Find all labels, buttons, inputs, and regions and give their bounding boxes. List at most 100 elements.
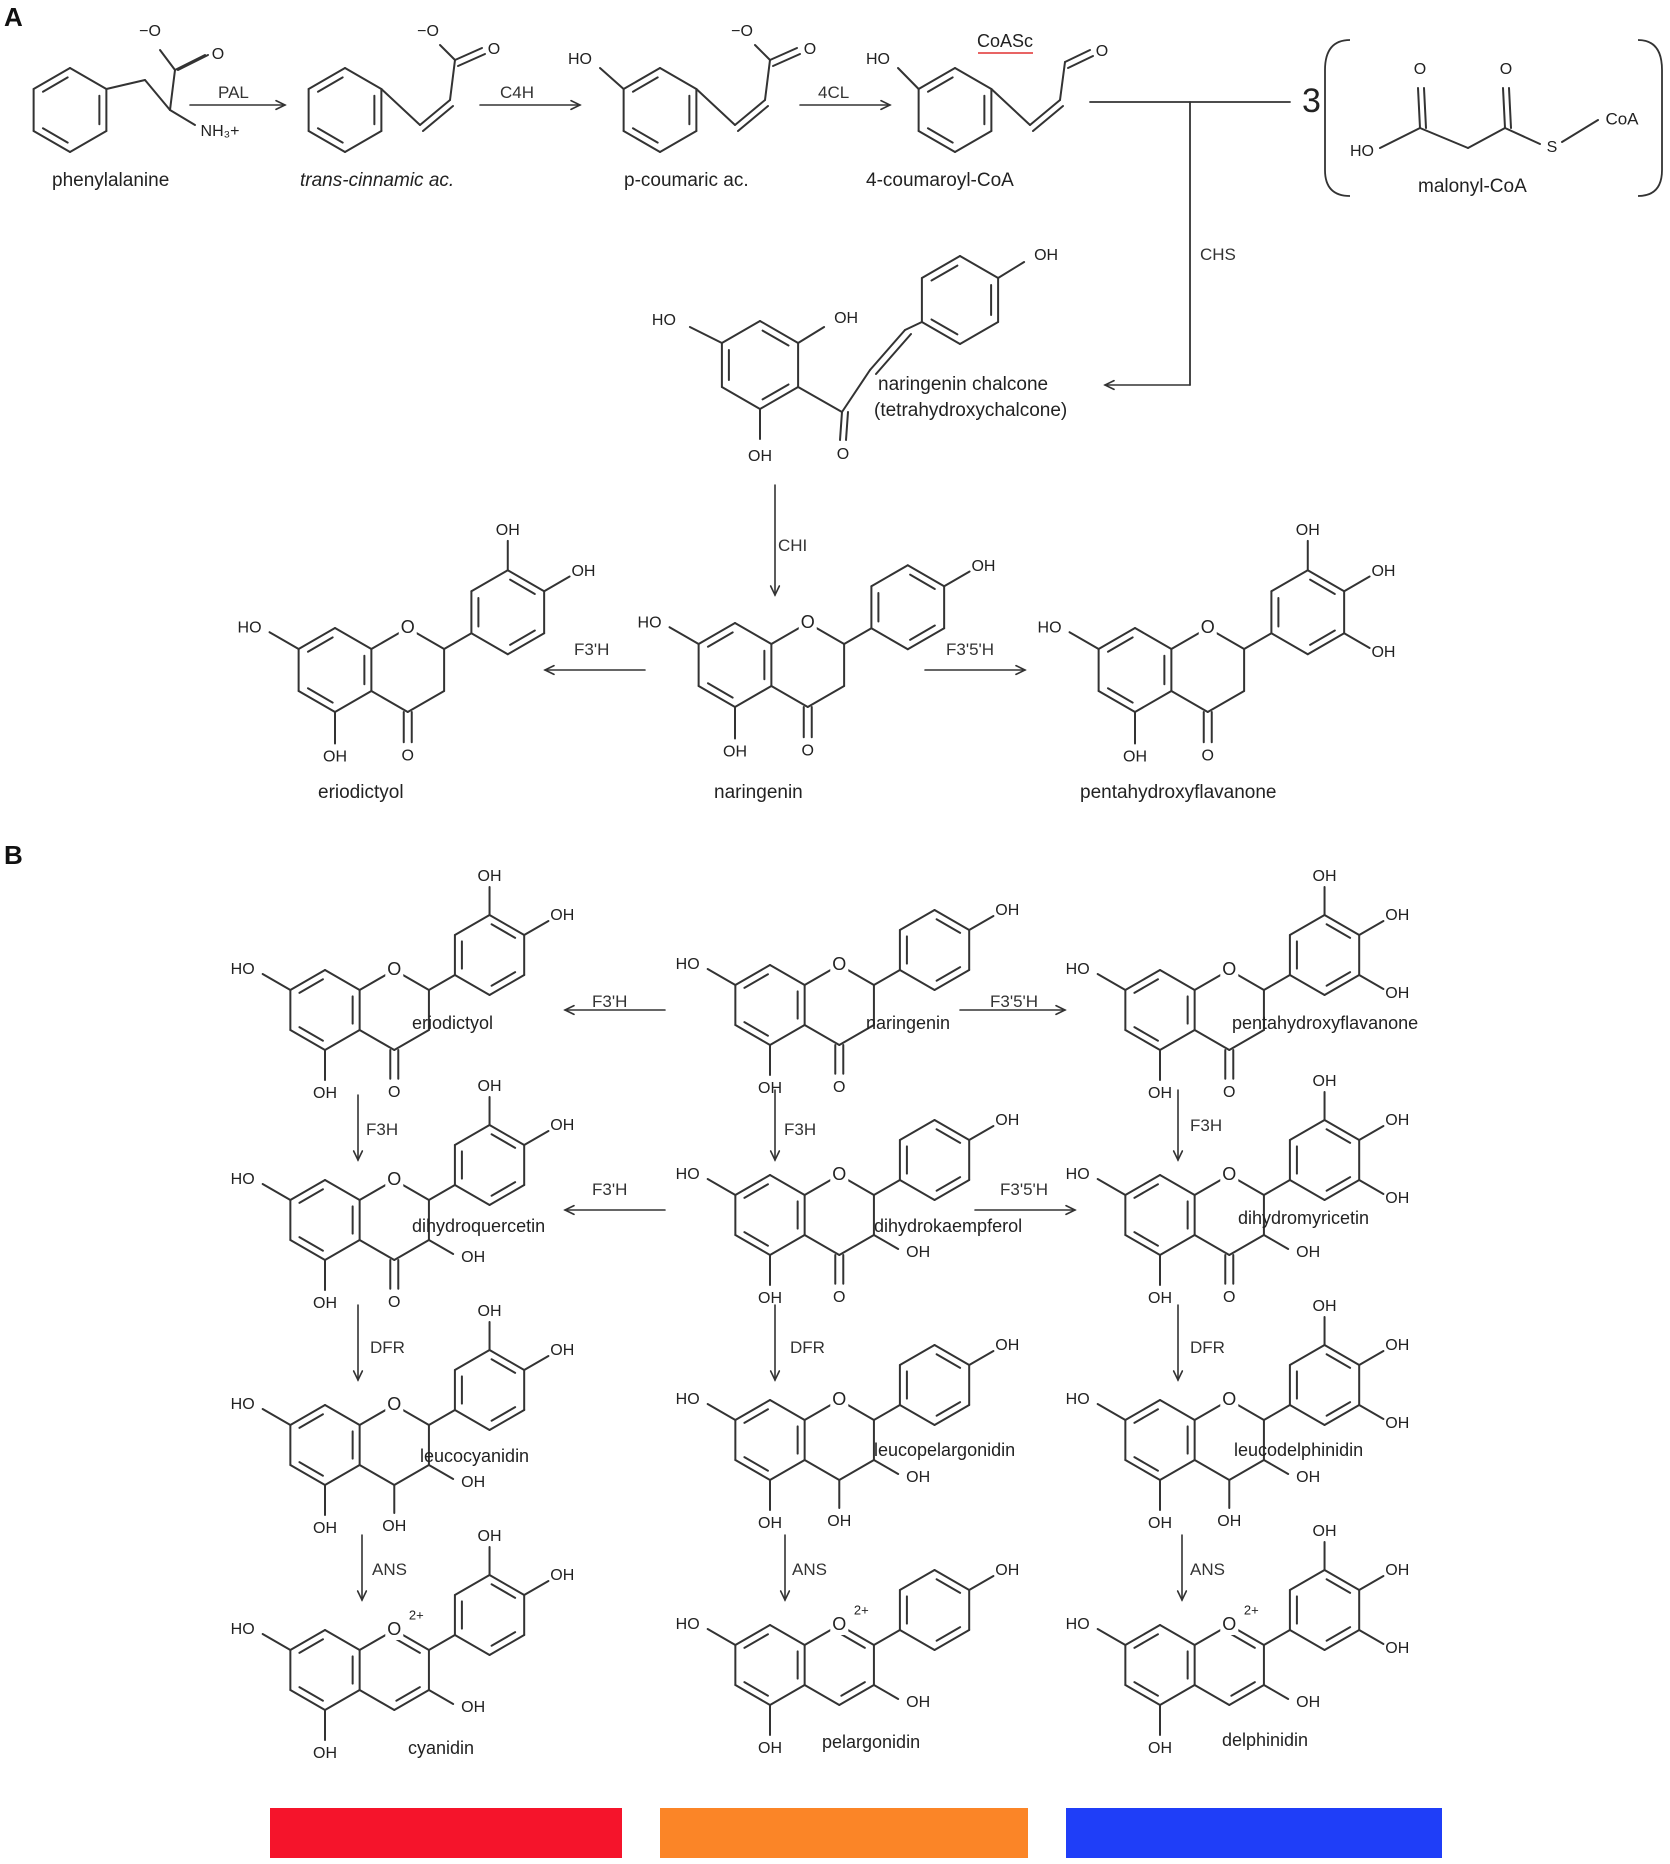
bond [1323, 914, 1361, 936]
bond [734, 685, 773, 708]
bond [769, 1024, 806, 1046]
enzyme-ans-left: ANS [372, 1560, 407, 1579]
hydroxyl-label: OH [1296, 1694, 1320, 1711]
bond [599, 67, 625, 90]
hydroxyl-label: OH [496, 522, 520, 539]
bond [898, 969, 936, 991]
bond [1159, 1459, 1196, 1481]
hydroxyl-label: OH [758, 1290, 782, 1307]
bond [324, 1689, 361, 1711]
bond [935, 1401, 962, 1417]
hydroxyl-label: OH [461, 1249, 485, 1266]
chs-arrow [1103, 379, 1115, 391]
bond [1270, 569, 1309, 593]
hydroxyl-label: OH [382, 1518, 406, 1535]
hydroxyl-label: OH [1296, 1469, 1320, 1486]
ring-oxygen: O [387, 1169, 401, 1189]
enzyme-f3h-center: F3H [784, 1120, 817, 1139]
hydroxyl-label: OH [1385, 1112, 1409, 1129]
enzyme-ans-right: ANS [1190, 1560, 1225, 1579]
bond [1106, 636, 1134, 653]
bond [1133, 978, 1159, 994]
bond [764, 59, 771, 101]
bond [1230, 1633, 1256, 1649]
bond [803, 1024, 841, 1046]
bond [1262, 1404, 1291, 1421]
carbonyl-oxygen: O [833, 1289, 845, 1306]
hydroxyl-label: HO [638, 614, 662, 631]
bond [898, 1569, 936, 1591]
bond [943, 570, 971, 588]
atom-label: O [488, 41, 500, 58]
hydroxyl-label: OH [1385, 1415, 1409, 1432]
reaction-arrow [769, 1150, 781, 1162]
hydroxyl-label: OH [1148, 1740, 1172, 1757]
bond [968, 915, 995, 931]
atom-mask [830, 1390, 849, 1410]
bond [1097, 690, 1136, 713]
atom-mask [398, 618, 417, 638]
hydroxyl-label: OH [995, 1562, 1019, 1579]
bond [930, 264, 959, 282]
bond [316, 76, 344, 93]
bond [370, 690, 409, 713]
bond [743, 1408, 769, 1424]
bond [1325, 1128, 1352, 1144]
bond [177, 54, 209, 71]
bond [935, 1176, 962, 1192]
bond [488, 1349, 526, 1371]
bond [803, 1234, 841, 1256]
hydroxyl-label: OH [313, 1520, 337, 1537]
bond [1124, 1029, 1161, 1051]
bond [872, 1684, 900, 1700]
bond [344, 130, 383, 153]
bond [659, 67, 698, 90]
bond [743, 1456, 769, 1472]
bond [1262, 1459, 1290, 1475]
bond [406, 690, 446, 713]
bond [380, 88, 421, 126]
bond [297, 690, 336, 713]
bond [1325, 1401, 1352, 1417]
bond [470, 569, 509, 593]
bond [419, 99, 451, 126]
bond [1193, 1684, 1231, 1706]
panel-label-a: A [4, 2, 23, 32]
hydroxyl-label: HO [676, 956, 700, 973]
bond [872, 1629, 901, 1646]
bond [743, 1681, 769, 1697]
bond [439, 44, 456, 61]
bond [1133, 1681, 1159, 1697]
bond [261, 973, 292, 991]
bond [316, 127, 344, 144]
bond [1419, 127, 1469, 149]
bond [845, 411, 849, 441]
bracket-right [1637, 39, 1663, 197]
bond [926, 76, 954, 93]
bond [1124, 1234, 1161, 1256]
bond [1343, 575, 1371, 593]
reaction-arrow [275, 99, 287, 111]
bond [1288, 1344, 1326, 1366]
bond [509, 629, 536, 646]
bond [769, 47, 798, 61]
bond [959, 321, 1000, 345]
bond [933, 1344, 971, 1366]
bond [1358, 1404, 1385, 1420]
reaction-arrow [880, 99, 892, 111]
bond [920, 321, 961, 345]
bond [930, 318, 959, 336]
bond [1159, 1029, 1196, 1051]
atom-mask [1220, 960, 1239, 980]
atom-label: O [212, 46, 224, 63]
bond [734, 964, 771, 986]
bond [490, 1181, 517, 1197]
bond [1228, 1684, 1265, 1706]
bond [358, 1029, 396, 1051]
bond [490, 1133, 517, 1149]
bond [743, 1231, 769, 1247]
bond [324, 1629, 361, 1651]
hydroxyl-label: OH [313, 1745, 337, 1762]
hydroxyl-label: OH [1296, 1244, 1320, 1261]
